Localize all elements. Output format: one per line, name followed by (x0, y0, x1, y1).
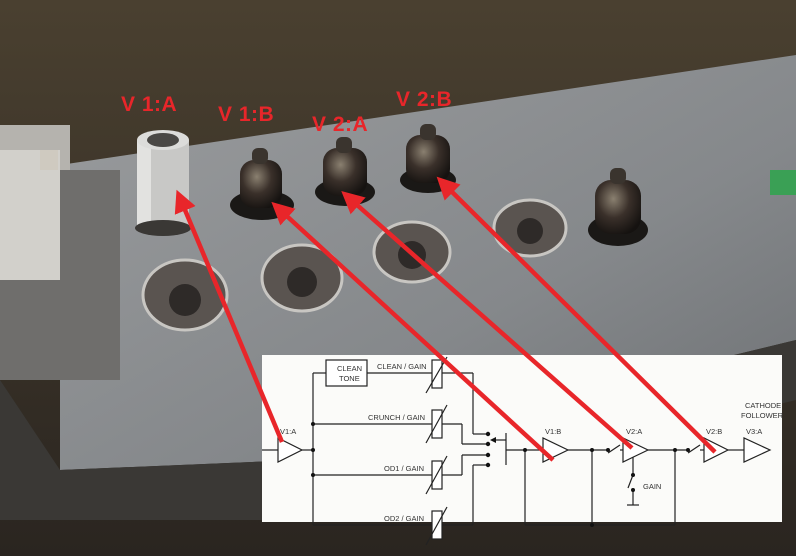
stage-v3a: V3:A (746, 427, 762, 436)
label-v1b: V 1:B (218, 103, 275, 126)
label-v1a: V 1:A (121, 93, 178, 116)
arrow-v2a (341, 191, 634, 450)
cathode-follower-label: CATHODE (745, 401, 781, 410)
stage-v1b: V1:B (545, 427, 561, 436)
stage-v2b: V2:B (706, 427, 722, 436)
transformer (0, 125, 120, 380)
clean-tone-text-2: TONE (339, 374, 360, 383)
amp-v3a (743, 437, 772, 463)
pot-clean-gain: CLEAN / GAIN (377, 362, 427, 371)
gain-switch-label: GAIN (643, 482, 661, 491)
cathode-follower-label-2: FOLLOWER (741, 411, 784, 420)
arrow-v1b (271, 201, 555, 462)
green-label (770, 170, 796, 195)
arrow-v2b (436, 176, 717, 454)
amp-v1a (277, 437, 304, 463)
arrow-v1a (174, 189, 285, 443)
pot-crunch-gain: CRUNCH / GAIN (368, 413, 425, 422)
stage-v1a: V1:A (280, 427, 296, 436)
stage-v2a: V2:A (626, 427, 642, 436)
label-v2b: V 2:B (396, 88, 453, 111)
clean-tone-block (325, 359, 368, 387)
clean-tone-text: CLEAN (337, 364, 362, 373)
tube-v1b (230, 148, 294, 220)
pot-od1-gain: OD1 / GAIN (384, 464, 424, 473)
label-v2a: V 2:A (312, 113, 369, 136)
tube-v3 (588, 168, 648, 246)
pot-od2-gain: OD2 / GAIN (384, 514, 424, 523)
